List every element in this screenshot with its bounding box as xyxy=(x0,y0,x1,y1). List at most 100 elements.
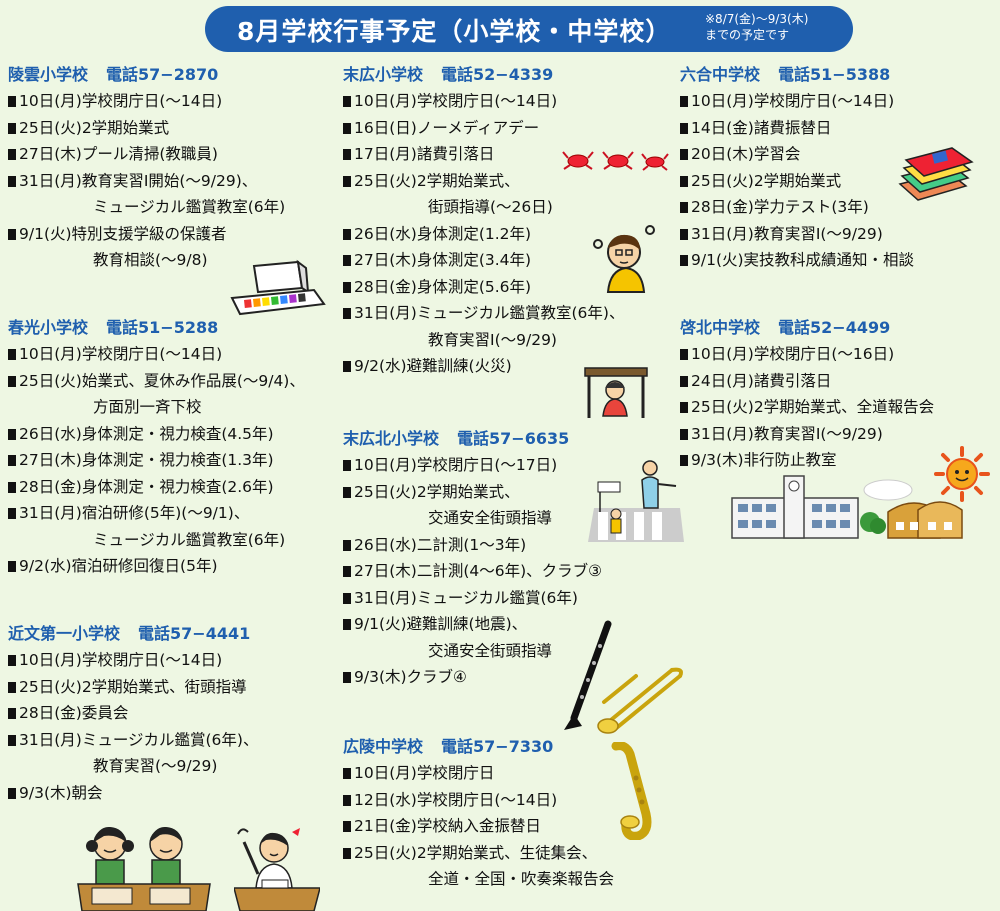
lunch-children-illustration xyxy=(77,826,211,911)
event-item: 27日(木)身体測定・視力検査(1.3年) xyxy=(8,447,305,474)
event-list: 10日(月)学校閉庁日(〜14日) 25日(火)2学期始業式 27日(木)プール… xyxy=(8,88,285,274)
event-item: 25日(火)2学期始業式、 xyxy=(343,479,602,506)
event-continuation: 交通安全街頭指導 xyxy=(428,641,553,660)
school-heading: 末広北小学校電話57−6635 xyxy=(343,426,602,452)
event-item: 10日(月)学校閉庁日(〜16日) xyxy=(680,341,934,368)
event-continuation: 方面別一斉下校 xyxy=(93,398,202,416)
event-list: 10日(月)学校閉庁日(〜14日) 25日(火)2学期始業式、街頭指導 28日(… xyxy=(8,647,258,806)
school-suehirokita: 末広北小学校電話57−6635 10日(月)学校閉庁日(〜17日) 25日(火)… xyxy=(343,426,602,691)
bullet-icon xyxy=(8,561,16,572)
school-ryoun: 陵雲小学校電話57−2870 10日(月)学校閉庁日(〜14日) 25日(火)2… xyxy=(8,62,285,274)
event-text: 9/2(水)避難訓練(火災) xyxy=(354,357,512,375)
school-phone: 電話57−7330 xyxy=(441,737,554,756)
event-text: 26日(水)身体測定・視力検査(4.5年) xyxy=(19,424,274,443)
event-text: 31日(月)教育実習Ⅰ開始(〜9/29)、 xyxy=(19,171,258,190)
event-item: 9/2(水)宿泊研修回復日(5年) xyxy=(8,553,305,580)
event-item: 26日(水)身体測定・視力検査(4.5年) xyxy=(8,421,305,448)
bullet-icon xyxy=(343,308,351,319)
bullet-icon xyxy=(8,508,16,519)
bullet-icon xyxy=(8,681,16,693)
bullet-icon xyxy=(680,402,688,413)
school-heading: 六合中学校電話51−5388 xyxy=(680,62,914,88)
event-item: 25日(火)2学期始業式、全道報告会 xyxy=(680,394,934,421)
bullet-icon xyxy=(680,349,688,360)
event-text: 25日(火)始業式、夏休み作品展(〜9/4)、 xyxy=(19,371,305,390)
event-list: 10日(月)学校閉庁日(〜14日) 14日(金)諸費振替日 20日(木)学習会 … xyxy=(680,88,914,274)
bullet-icon xyxy=(8,428,16,440)
bullet-icon xyxy=(343,847,351,859)
student-at-desk-illustration xyxy=(234,828,320,911)
event-item: 25日(火)2学期始業式、街頭指導 xyxy=(8,674,258,701)
event-continuation: 全道・全国・吹奏楽報告会 xyxy=(428,870,615,888)
event-item: 31日(月)教育実習Ⅰ(〜9/29) xyxy=(680,221,914,248)
event-text: 31日(月)宿泊研修(5年)(〜9/1)、 xyxy=(19,504,250,522)
event-text: 10日(月)学校閉庁日(〜14日) xyxy=(691,92,895,110)
event-text: 9/1(火)実技教科成績通知・相談 xyxy=(691,251,915,269)
event-text: 21日(金)学校納入金振替日 xyxy=(354,817,541,835)
event-list: 10日(月)学校閉庁日 12日(水)学校閉庁日(〜14日) 21日(金)学校納入… xyxy=(343,760,614,893)
event-text: 25日(火)2学期始業式 xyxy=(691,171,842,190)
school-heading: 陵雲小学校電話57−2870 xyxy=(8,62,285,88)
event-item: 21日(金)学校納入金振替日 xyxy=(343,813,614,840)
trombone-illustration xyxy=(597,667,683,734)
event-item: 25日(火)2学期始業式、生徒集会、 xyxy=(343,840,614,867)
event-item: 28日(金)身体測定・視力検査(2.6年) xyxy=(8,474,305,501)
note-line-2: までの予定です xyxy=(705,28,790,42)
event-text: 31日(月)教育実習Ⅰ(〜9/29) xyxy=(691,424,883,443)
event-text: 9/1(火)特別支援学級の保護者 xyxy=(19,224,227,243)
school-name: 陵雲小学校 xyxy=(8,65,89,84)
bullet-icon xyxy=(8,122,16,134)
event-item: 10日(月)学校閉庁日(〜14日) xyxy=(8,647,258,674)
event-item: 17日(月)諸費引落日 xyxy=(343,141,624,168)
bullet-icon xyxy=(680,375,688,387)
school-suehiro: 末広小学校電話52−4339 10日(月)学校閉庁日(〜14日) 16日(日)ノ… xyxy=(343,62,624,380)
bullet-icon xyxy=(343,566,351,577)
event-text: 25日(火)2学期始業式、全道報告会 xyxy=(691,398,935,416)
school-name: 広陵中学校 xyxy=(343,737,424,756)
schedule-period-note: ※8/7(金)〜9/3(木) までの予定です xyxy=(705,11,845,43)
bullet-icon xyxy=(8,349,16,360)
bullet-icon xyxy=(8,787,16,799)
school-name: 六合中学校 xyxy=(680,65,761,84)
school-phone: 電話57−6635 xyxy=(457,429,570,448)
school-building-illustration xyxy=(731,475,963,539)
bullet-icon xyxy=(8,734,16,746)
event-item: 31日(月)ミュージカル鑑賞教室(6年)、 xyxy=(343,300,624,327)
paint-box-illustration xyxy=(230,259,326,316)
textbooks-illustration xyxy=(898,147,974,201)
bullet-icon xyxy=(680,122,688,134)
header-banner: 8月学校行事予定（小学校・中学校） ※8/7(金)〜9/3(木) までの予定です xyxy=(205,6,853,52)
event-text: 10日(月)学校閉庁日 xyxy=(354,764,495,782)
event-text: 31日(月)ミュージカル鑑賞(6年) xyxy=(354,588,578,607)
event-item: 9/1(火)特別支援学級の保護者 xyxy=(8,221,285,248)
event-item: 10日(月)学校閉庁日 xyxy=(343,760,614,787)
school-name: 啓北中学校 xyxy=(680,318,761,337)
bullet-icon xyxy=(680,228,688,240)
event-text: 16日(日)ノーメディアデー xyxy=(354,118,540,137)
event-item: 14日(金)諸費振替日 xyxy=(680,115,914,142)
event-text: 31日(月)ミュージカル鑑賞(6年)、 xyxy=(19,730,259,749)
desk-evacuation-illustration xyxy=(584,367,648,418)
school-name: 末広小学校 xyxy=(343,65,424,84)
bullet-icon xyxy=(343,539,351,551)
bullet-icon xyxy=(343,96,351,107)
school-phone: 電話52−4339 xyxy=(441,65,554,84)
bullet-icon xyxy=(343,619,351,630)
event-text: 25日(火)2学期始業式、 xyxy=(354,171,520,190)
event-item: 27日(木)身体測定(3.4年) xyxy=(343,247,624,274)
event-item: 28日(金)身体測定(5.6年) xyxy=(343,274,624,301)
event-text: 20日(木)学習会 xyxy=(691,145,801,163)
event-text: 10日(月)学校閉庁日(〜14日) xyxy=(19,651,223,669)
event-item: 31日(月)ミュージカル鑑賞(6年)、 xyxy=(8,727,258,754)
event-text: 28日(金)身体測定・視力検査(2.6年) xyxy=(19,477,274,496)
bullet-icon xyxy=(343,122,351,134)
bullet-icon xyxy=(680,455,688,466)
school-koryo: 広陵中学校電話57−7330 10日(月)学校閉庁日 12日(水)学校閉庁日(〜… xyxy=(343,734,614,893)
event-continuation: 教育相談(〜9/8) xyxy=(93,251,208,269)
event-text: 31日(月)ミュージカル鑑賞教室(6年)、 xyxy=(354,304,625,322)
event-text: 27日(木)二計測(4〜6年)、クラブ③ xyxy=(354,562,603,580)
event-item: 9/1(火)実技教科成績通知・相談 xyxy=(680,247,914,274)
event-item: 25日(火)2学期始業式 xyxy=(8,115,285,142)
event-item: 25日(火)始業式、夏休み作品展(〜9/4)、 xyxy=(8,368,305,395)
event-text: 25日(火)2学期始業式 xyxy=(19,118,170,137)
